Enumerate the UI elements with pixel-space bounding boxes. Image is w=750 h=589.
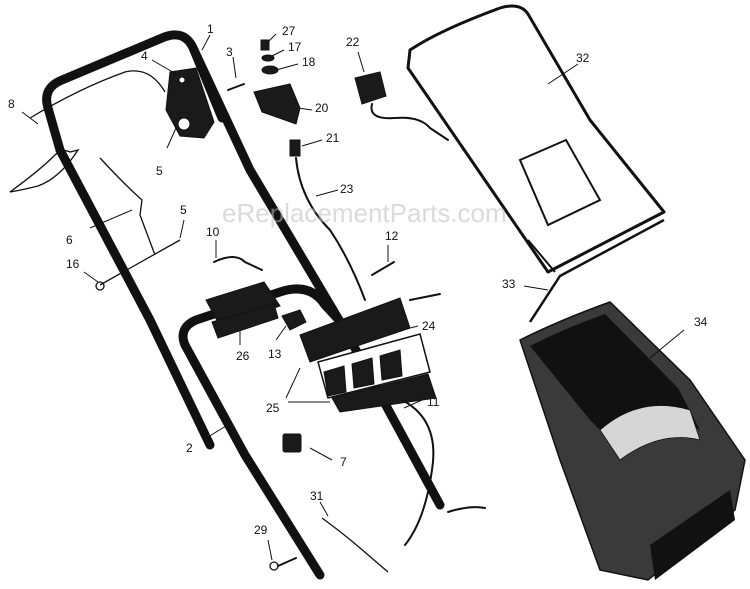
grass-bag [519, 301, 746, 581]
harness-11 [401, 399, 486, 546]
watermark: eReplacementParts.com [222, 198, 507, 228]
battery-assembly [299, 293, 441, 413]
callout-17: 17 [288, 40, 302, 54]
ring-16 [95, 281, 105, 291]
callout-23: 23 [340, 182, 354, 196]
callout-25: 25 [266, 401, 280, 415]
bolt-12 [371, 261, 395, 276]
callout-33: 33 [502, 277, 516, 291]
callout-11: 11 [427, 395, 440, 409]
callout-34: 34 [694, 315, 708, 329]
callout-16: 16 [66, 257, 80, 271]
leader-lines [21, 33, 685, 561]
harness-23 [289, 139, 366, 301]
callout-2: 2 [186, 441, 193, 455]
callout-1: 1 [207, 22, 214, 36]
callout-32: 32 [576, 51, 590, 65]
battery-charger [354, 71, 449, 141]
switch-assembly [165, 67, 215, 139]
switch-knob-stack [253, 39, 301, 125]
callout-12: 12 [385, 229, 399, 243]
ring-29 [269, 561, 279, 571]
cable-6 [99, 157, 156, 256]
callout-5-hardware: 5 [180, 203, 187, 217]
callout-7: 7 [340, 455, 347, 469]
callout-3: 3 [226, 45, 233, 59]
callout-6: 6 [66, 233, 73, 247]
callout-22: 22 [346, 35, 360, 49]
callout-4: 4 [141, 49, 148, 63]
callout-13: 13 [268, 347, 282, 361]
bolt-29 [277, 557, 297, 567]
panel-26 [205, 281, 281, 339]
callout-27: 27 [282, 24, 296, 38]
part-7 [282, 433, 302, 453]
bag-rod-33 [528, 218, 665, 323]
callout-31: 31 [310, 489, 324, 503]
callout-26: 26 [236, 349, 250, 363]
callout-10: 10 [206, 225, 220, 239]
callout-24: 24 [422, 319, 436, 333]
callout-21: 21 [326, 131, 340, 145]
callout-20: 20 [315, 101, 329, 115]
cable-16 [99, 239, 181, 286]
callout-labels: 1 2 3 4 5 5 6 7 8 10 11 12 13 16 17 18 2… [8, 22, 708, 537]
clip-13 [281, 309, 307, 331]
lower-handle [178, 284, 353, 580]
callout-29: 29 [254, 523, 268, 537]
bail-cable [9, 70, 166, 193]
callout-18: 18 [302, 55, 316, 69]
callout-8: 8 [8, 97, 15, 111]
bolt-3 [227, 83, 245, 91]
callout-5-switch: 5 [156, 164, 163, 178]
part-10-wire [213, 256, 263, 271]
cable-31 [321, 517, 389, 573]
grass-bag-frame [406, 4, 666, 274]
upper-handle [42, 30, 445, 510]
